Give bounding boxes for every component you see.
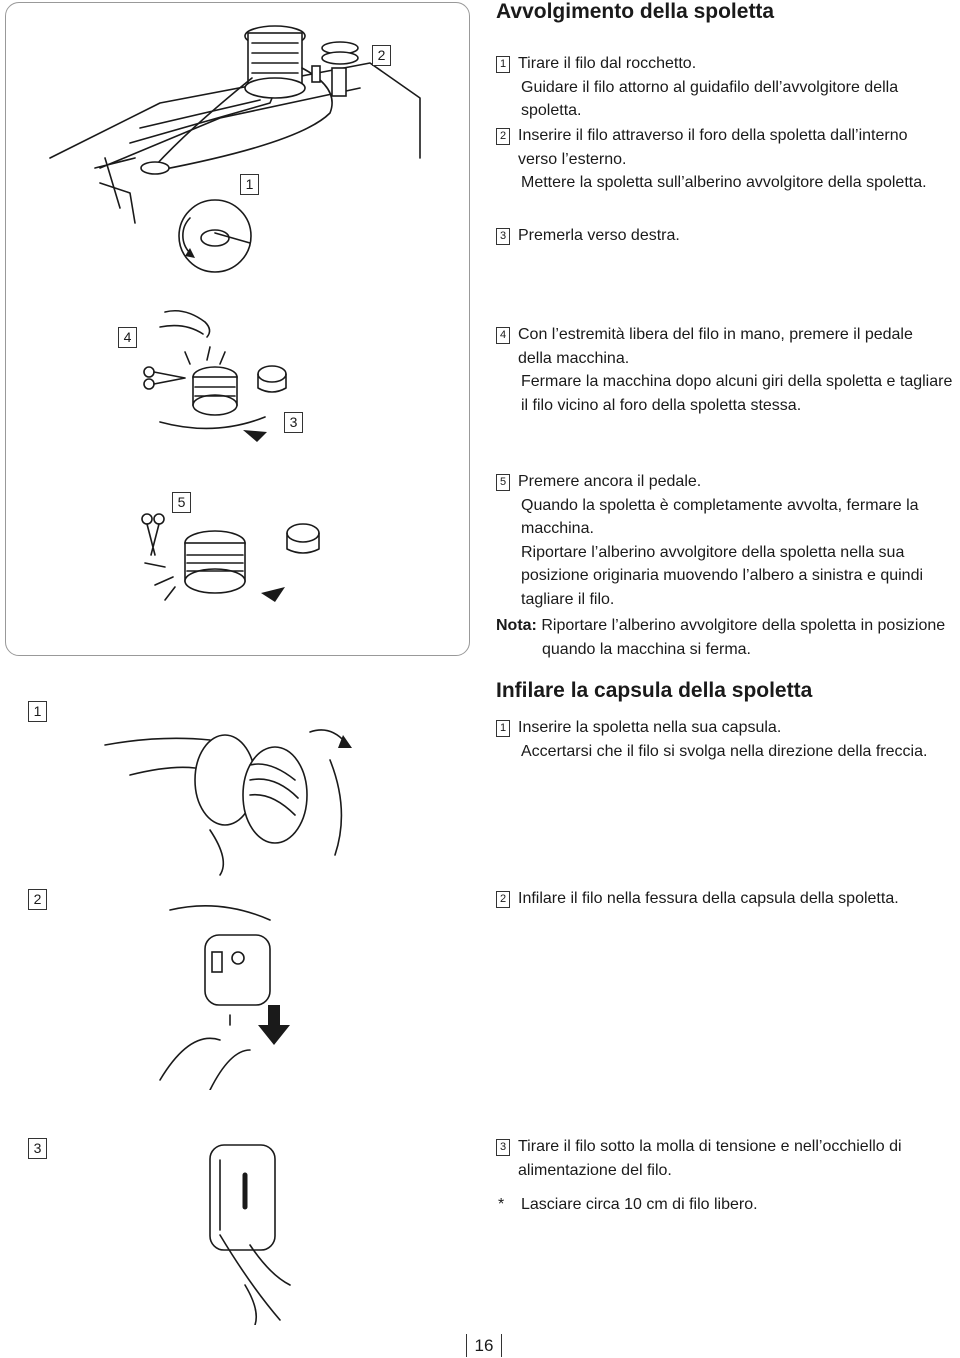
step-text: Tirare il filo sotto la molla di tension… — [518, 1135, 943, 1182]
step-number: 4 — [496, 327, 510, 344]
step-number: 2 — [496, 891, 510, 908]
step-text: Inserire il filo attraverso il foro dell… — [518, 124, 943, 171]
case-step-3: 3 Tirare il filo sotto la molla di tensio… — [496, 1135, 958, 1182]
step-4: 4 Con l’estremità libera del filo in mano… — [496, 323, 958, 417]
tension-spring-illustration — [150, 1135, 310, 1325]
step-1: 1 Tirare il filo dal rocchetto. Guidare i… — [496, 52, 958, 123]
figure-label-5: 5 — [172, 492, 191, 513]
step-number: 2 — [496, 128, 510, 145]
step-5: 5 Premere ancora il pedale. Quando la spo… — [496, 470, 958, 611]
figure-label-2: 2 — [372, 45, 391, 66]
step-text: Quando la spoletta è completamente avvol… — [496, 494, 958, 541]
section-title-bobbin-case: Infilare la capsula della spoletta — [496, 679, 812, 703]
note: Nota: Riportare l’alberino avvolgitore d… — [496, 614, 958, 661]
thread-trim-illustration — [135, 292, 305, 442]
section-title-bobbin-winding: Avvolgimento della spoletta — [496, 0, 774, 24]
step-text: Inserire la spoletta nella sua capsula. — [518, 719, 781, 736]
step-number: 5 — [496, 474, 510, 491]
note-text: Riportare l’alberino avvolgitore della s… — [541, 617, 945, 634]
bobbin-full-illustration — [135, 505, 335, 615]
step-text: Premerla verso destra. — [518, 227, 680, 244]
figure-label-2b: 2 — [28, 889, 47, 910]
step-text: Mettere la spoletta sull’alberino avvolg… — [496, 171, 958, 195]
step-text: Accertarsi che il filo si svolga nella d… — [496, 740, 958, 764]
step-number: 3 — [496, 1139, 510, 1156]
figure-label-3: 3 — [284, 412, 303, 433]
step-text: Guidare il filo attorno al guidafilo del… — [496, 76, 958, 123]
step-3: 3 Premerla verso destra. — [496, 224, 958, 248]
tip-text: Lasciare circa 10 cm di filo libero. — [521, 1196, 758, 1213]
step-text: Premere ancora il pedale. — [518, 473, 701, 490]
step-text: Fermare la macchina dopo alcuni giri del… — [496, 370, 958, 417]
step-number: 1 — [496, 56, 510, 73]
step-text: Con l’estremità libera del filo in mano,… — [518, 323, 943, 370]
note-label: Nota: — [496, 617, 537, 634]
step-number: 3 — [496, 228, 510, 245]
figure-label-3b: 3 — [28, 1138, 47, 1159]
figure-label-1b: 1 — [28, 701, 47, 722]
step-2: 2 Inserire il filo attraverso il foro del… — [496, 124, 958, 195]
tip: *Lasciare circa 10 cm di filo libero. — [496, 1193, 958, 1217]
step-text: Riportare l’alberino avvolgitore della s… — [496, 541, 958, 612]
case-step-1: 1 Inserire la spoletta nella sua capsula.… — [496, 716, 958, 763]
step-text: Tirare il filo dal rocchetto. — [518, 55, 696, 72]
bobbin-case-thread-illustration — [150, 900, 310, 1090]
step-number: 1 — [496, 720, 510, 737]
figure-label-4: 4 — [118, 327, 137, 348]
figure-label-1: 1 — [240, 174, 259, 195]
bobbin-insert-illustration — [100, 720, 370, 880]
case-step-2: 2 Infilare il filo nella fessura della ca… — [496, 887, 958, 911]
page-number: 16 — [466, 1334, 502, 1357]
step-text: Infilare il filo nella fessura della cap… — [518, 890, 899, 907]
note-text-2: quando la macchina si ferma. — [496, 638, 958, 662]
tip-mark: * — [496, 1193, 521, 1217]
